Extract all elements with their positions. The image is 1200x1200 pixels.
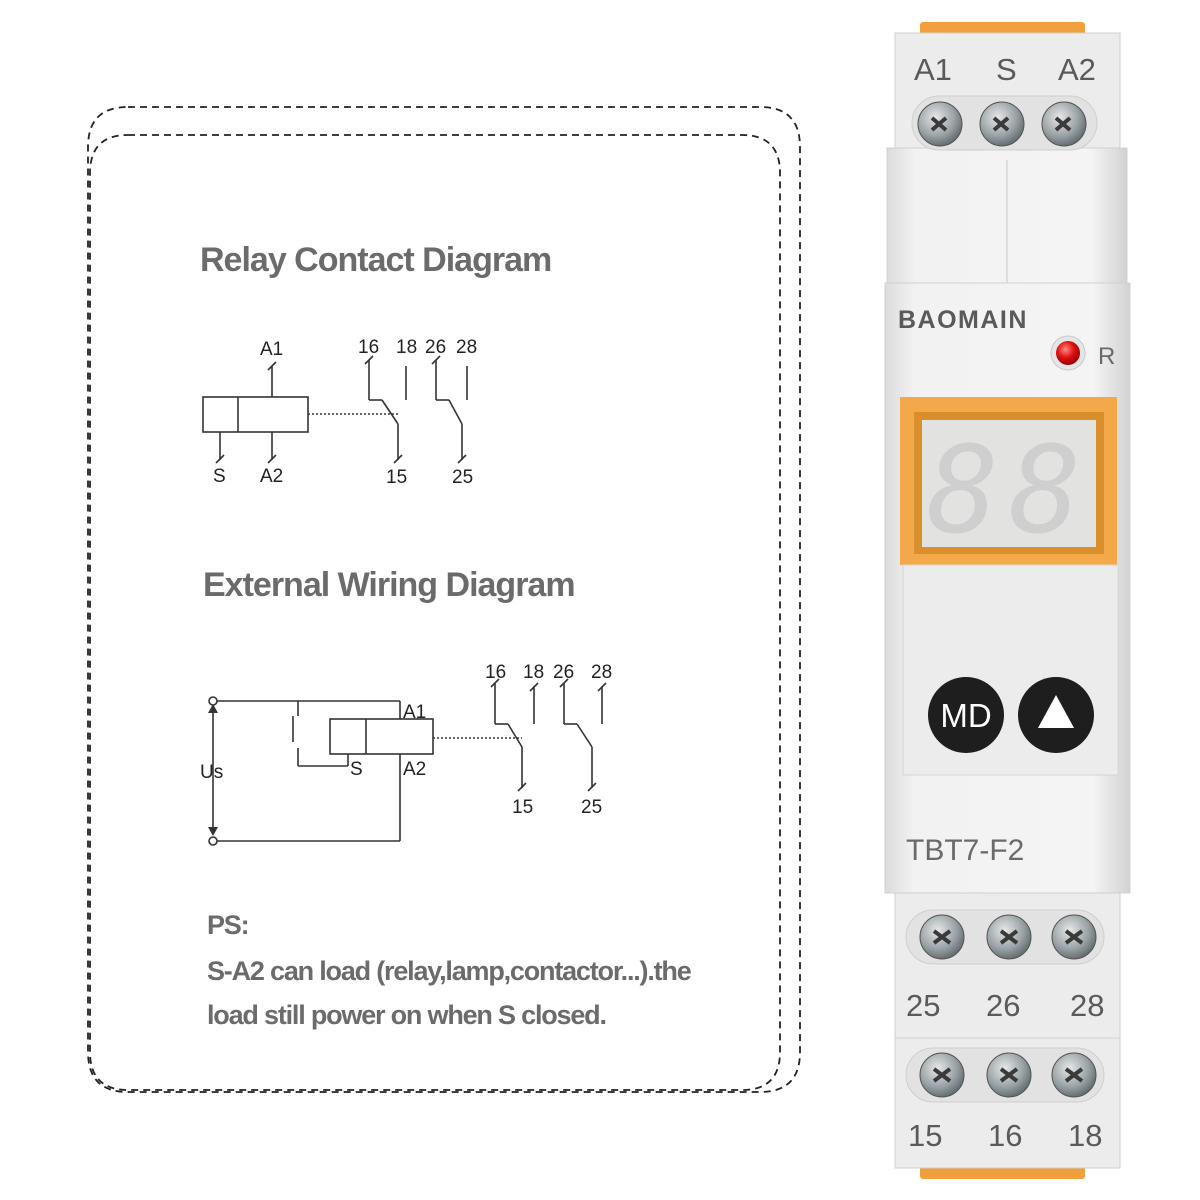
triangle-up-icon	[1038, 695, 1074, 728]
screw-icon[interactable]	[979, 101, 1025, 147]
label-26: 26	[425, 337, 446, 358]
label-16: 16	[358, 337, 379, 358]
wiring-label-a1: A1	[403, 702, 426, 723]
manual-card	[87, 106, 801, 1093]
terminal-label-28: 28	[1070, 988, 1104, 1023]
screw-icon[interactable]	[1051, 1052, 1097, 1098]
display-digits: 88	[927, 422, 1092, 561]
label-a1: A1	[260, 339, 283, 360]
label-25: 25	[452, 467, 473, 488]
terminal-label-a1: A1	[914, 52, 952, 87]
ps-note-line-1: S-A2 can load (relay,lamp,contactor...).…	[207, 956, 692, 986]
wiring-label-15: 15	[512, 797, 533, 818]
terminal-label-25: 25	[906, 988, 940, 1023]
label-s: S	[213, 466, 226, 487]
label-15: 15	[386, 467, 407, 488]
terminal-label-26: 26	[986, 988, 1020, 1023]
label-us: Us	[200, 762, 223, 783]
svg-text:MD: MD	[940, 697, 991, 734]
screw-icon[interactable]	[919, 1052, 965, 1098]
screw-icon[interactable]	[1041, 101, 1087, 147]
wiring-label-25: 25	[581, 797, 602, 818]
terminal-label-18: 18	[1068, 1118, 1102, 1153]
screw-icon[interactable]	[986, 1052, 1032, 1098]
screw-icon[interactable]	[986, 914, 1032, 960]
control-panel	[902, 564, 1119, 776]
terminal-label-15: 15	[908, 1118, 942, 1153]
label-18: 18	[396, 337, 417, 358]
md-button[interactable]: MD	[928, 677, 1004, 753]
brand-logo: BAOMAIN	[898, 306, 1028, 334]
up-button[interactable]	[1018, 677, 1094, 753]
model-label: TBT7-F2	[906, 834, 1024, 867]
wiring-diagram-title: External Wiring Diagram	[203, 566, 575, 604]
wiring-label-18: 18	[523, 662, 544, 683]
relay-contact-diagram: A1 S A2 16 18 26 28 15 25	[202, 337, 477, 488]
ps-note-line-2: load still power on when S closed.	[207, 1000, 606, 1030]
terminal-label-a2: A2	[1058, 52, 1096, 87]
led-display	[922, 420, 1096, 547]
wiring-label-28: 28	[591, 662, 612, 683]
wiring-label-s: S	[350, 759, 363, 780]
screw-icon[interactable]	[917, 101, 963, 147]
wiring-label-16: 16	[485, 662, 506, 683]
relay-device: A1 S A2 BAOMAIN R 88 MD TBT7-F2	[884, 22, 1131, 1179]
screw-icon[interactable]	[919, 914, 965, 960]
card-back-outline	[87, 106, 801, 1093]
relay-diagram-title: Relay Contact Diagram	[200, 241, 551, 279]
label-28: 28	[456, 337, 477, 358]
screw-icon[interactable]	[1051, 914, 1097, 960]
wiring-label-a2: A2	[403, 759, 426, 780]
label-a2: A2	[260, 466, 283, 487]
wiring-label-26: 26	[553, 662, 574, 683]
led-label: R	[1098, 343, 1115, 370]
wiring-relay-coil	[329, 718, 434, 755]
external-wiring-diagram: Us A1 S A2 16 18 26 28 15 25	[200, 662, 612, 846]
ps-label: PS:	[207, 910, 248, 940]
terminal-label-16: 16	[988, 1118, 1022, 1153]
terminal-label-s: S	[996, 52, 1017, 87]
card-front-outline	[89, 134, 781, 1091]
